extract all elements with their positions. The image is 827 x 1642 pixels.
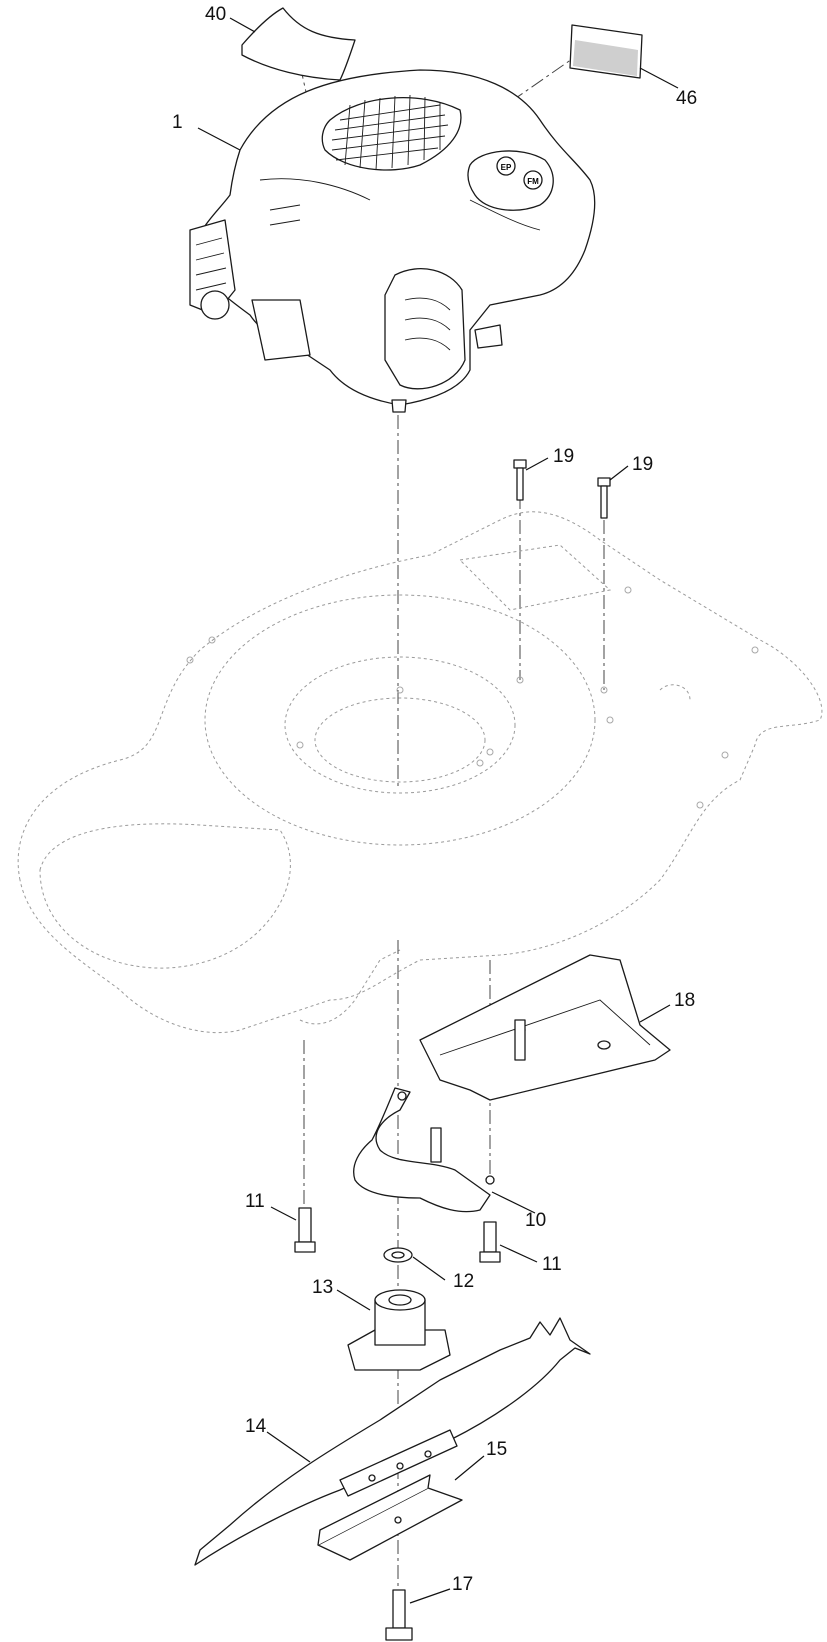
callout-blade: 14 bbox=[245, 1416, 267, 1437]
callout-blade-adapter-bracket: 10 bbox=[525, 1210, 546, 1231]
callout-deck-bolt-left: 19 bbox=[553, 446, 574, 467]
blade bbox=[194, 1317, 591, 1566]
baffle bbox=[419, 954, 671, 1101]
callout-bolt-left: 11 bbox=[245, 1191, 265, 1212]
callout-air-deflector: 40 bbox=[205, 4, 226, 25]
mower-deck-outline bbox=[17, 511, 823, 1034]
blade-bolt bbox=[385, 1589, 413, 1641]
engine: EP FM bbox=[189, 69, 596, 413]
air-deflector bbox=[241, 7, 356, 81]
callout-decal: 46 bbox=[676, 88, 697, 109]
callout-labels: 1 10 11 11 12 13 14 15 17 18 19 19 40 46 bbox=[172, 4, 697, 1595]
callout-bolt-right: 11 bbox=[542, 1254, 562, 1275]
blade-adapter bbox=[347, 1289, 451, 1371]
callout-engine: 1 bbox=[172, 112, 183, 133]
callout-deck-bolt-right: 19 bbox=[632, 454, 653, 475]
callout-blade-plate: 15 bbox=[486, 1439, 507, 1460]
deck-bolt-left bbox=[513, 459, 527, 501]
engine-cap-label-right: FM bbox=[527, 177, 539, 186]
bolt-left bbox=[294, 1207, 316, 1253]
deck-bolt-right bbox=[597, 477, 611, 519]
washer bbox=[383, 1247, 413, 1263]
blade-plate bbox=[317, 1474, 463, 1561]
blade-adapter-bracket bbox=[353, 1087, 495, 1213]
decal bbox=[569, 24, 643, 79]
bolt-right bbox=[479, 1221, 501, 1263]
callout-washer: 12 bbox=[453, 1271, 474, 1292]
engine-cap-label-left: EP bbox=[501, 163, 512, 172]
callout-baffle: 18 bbox=[674, 990, 695, 1011]
callout-blade-adapter: 13 bbox=[312, 1277, 333, 1298]
leader-lines bbox=[197, 17, 679, 1604]
callout-blade-bolt: 17 bbox=[452, 1574, 473, 1595]
engine-grille bbox=[331, 94, 449, 171]
